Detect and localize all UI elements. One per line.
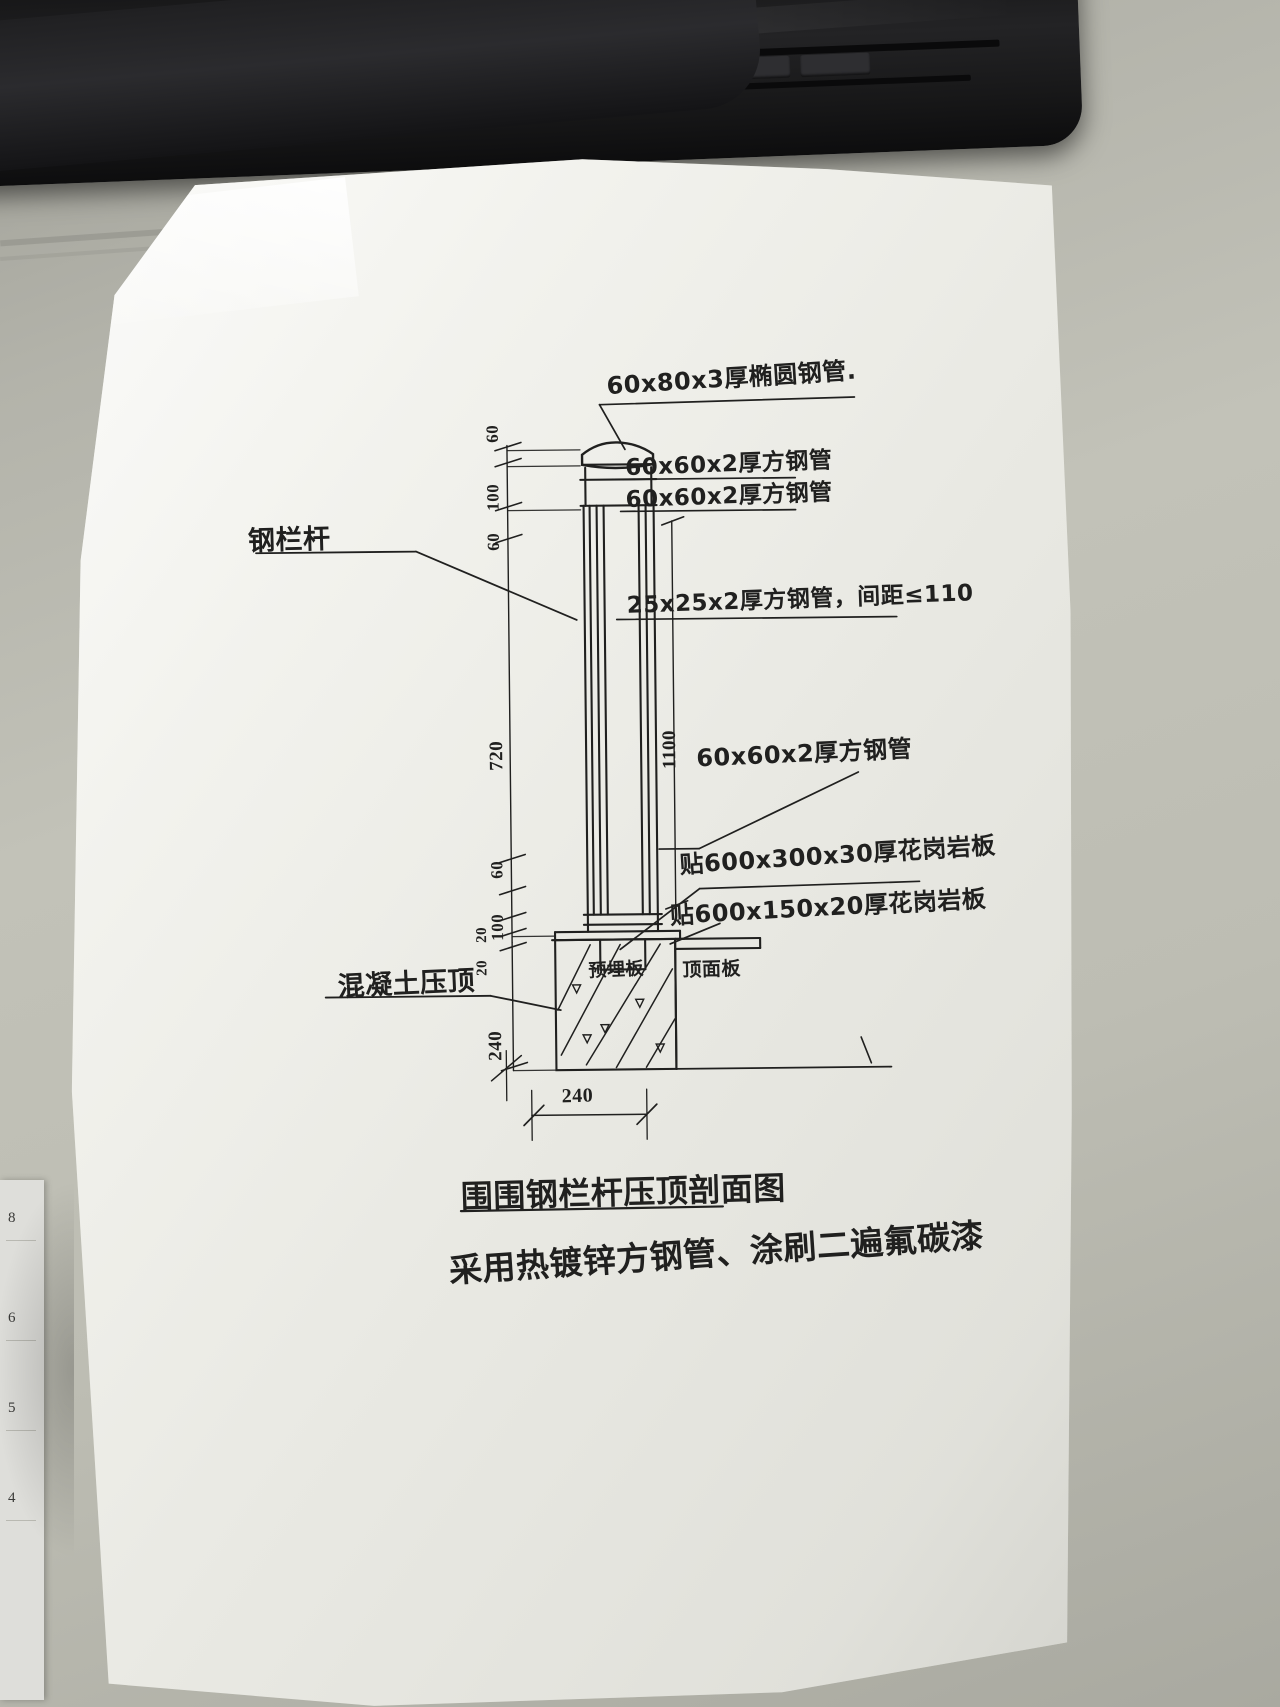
detail-drawing-svg	[255, 396, 921, 1213]
dim-60-lower: 60	[487, 860, 507, 879]
dim-240-vertical: 240	[485, 1030, 507, 1061]
keyboard-key	[799, 52, 871, 78]
dim-60-top: 60	[482, 424, 502, 443]
strip-number: 8	[8, 1210, 16, 1227]
label-steel-railing: 钢栏杆	[247, 523, 331, 558]
drawing-ink-layer: 钢栏杆 混凝土压顶 60x80x3厚椭圆钢管. 60x60x2厚方钢管 60x6…	[52, 145, 1088, 1707]
dim-60-top-second: 60	[483, 532, 504, 551]
paper-shadow	[0, 1180, 74, 1560]
dim-20-a: 20	[473, 926, 491, 944]
strip-number: 6	[8, 1310, 16, 1327]
label-top-panel: 顶面板	[682, 957, 742, 982]
strip-number: 5	[8, 1400, 16, 1417]
dim-240-horizontal: 240	[561, 1084, 594, 1108]
label-concrete-cap: 混凝土压顶	[337, 965, 476, 1003]
ruled-paper-strip: 8 6 5 4	[0, 1180, 44, 1700]
dim-1100: 1100	[658, 729, 681, 770]
dim-720: 720	[486, 740, 508, 771]
drawing-title: 围围钢栏杆压顶剖面图	[460, 1168, 787, 1216]
dim-20-b: 20	[474, 959, 491, 977]
dim-100-top: 100	[483, 483, 503, 511]
strip-number: 4	[8, 1490, 16, 1507]
label-embedded-plate: 预埋板	[588, 958, 645, 982]
